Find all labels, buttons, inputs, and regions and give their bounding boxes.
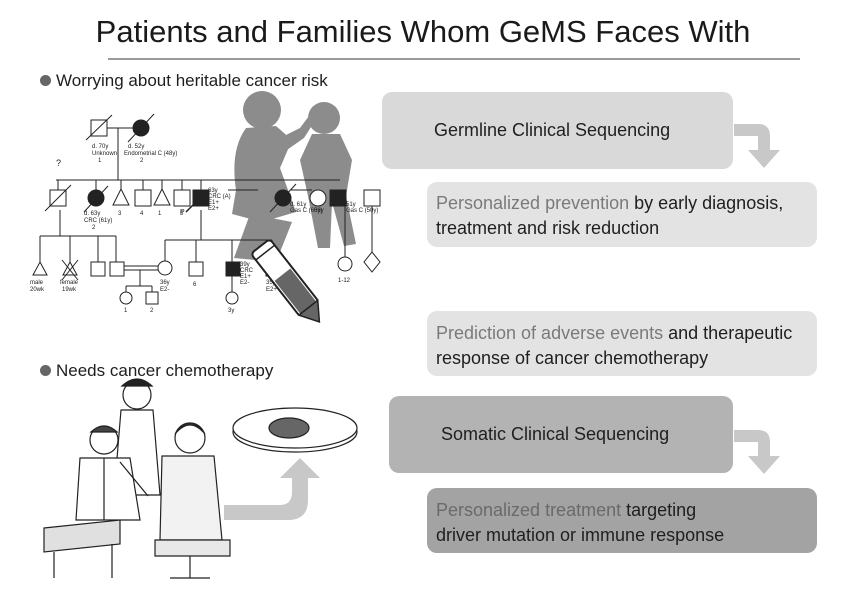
- ped-label: E2+: [208, 206, 219, 212]
- germline-label: Germline Clinical Sequencing: [434, 120, 671, 140]
- doctor-patient-illustration: [43, 378, 231, 579]
- ped-label: Gas C (50y): [346, 208, 378, 214]
- personalized-treatment-box: Personalized treatment targeting driver …: [427, 488, 817, 553]
- ped-label: CRC (A): [208, 194, 231, 200]
- mother-child-silhouette-icon: [232, 91, 356, 262]
- ped-label: 51y: [346, 202, 356, 208]
- page-title: Patients and Families Whom GeMS Faces Wi…: [95, 14, 751, 49]
- prevention-rest-line1: by early diagnosis,: [629, 193, 784, 213]
- down-right-arrow-icon: [734, 124, 780, 168]
- ped-label: 36y: [160, 280, 170, 286]
- somatic-label: Somatic Clinical Sequencing: [441, 424, 670, 444]
- adverse-highlight: Prediction of adverse events: [436, 323, 664, 343]
- ped-label: 39y: [240, 262, 250, 268]
- treatment-rest-line2: driver mutation or immune response: [436, 525, 725, 545]
- ped-label: d. 52y: [128, 144, 144, 150]
- adverse-events-box: Prediction of adverse events and therape…: [427, 311, 817, 376]
- treatment-highlight: Personalized treatment: [436, 500, 622, 520]
- adverse-rest-line1: and therapeutic: [663, 323, 793, 343]
- adverse-text: Prediction of adverse events and therape…: [436, 321, 817, 371]
- bullet-dot-icon: [40, 365, 51, 376]
- ped-label: E2-: [160, 287, 169, 293]
- ped-label: 20wk: [30, 287, 45, 293]
- bullet-chemotherapy: Needs cancer chemotherapy: [40, 361, 273, 381]
- ped-label: 56y: [314, 208, 324, 214]
- ped-label: 1: [98, 158, 102, 164]
- ped-label: 3y: [228, 308, 234, 314]
- bullet-chemo-label: Needs cancer chemotherapy: [56, 361, 274, 380]
- ped-label: 35y: [266, 280, 276, 286]
- ped-label: E1+: [208, 200, 219, 206]
- prevention-highlight: Personalized prevention: [436, 193, 630, 213]
- down-right-arrow-icon: [734, 430, 780, 474]
- ped-label: 6: [193, 282, 197, 288]
- ped-label: 1: [158, 211, 162, 217]
- ped-label: d. 70y: [92, 144, 108, 150]
- bullet-heritable-label: Worrying about heritable cancer risk: [56, 71, 328, 90]
- petri-dish-icon: [232, 407, 358, 453]
- test-tube-icon: [251, 239, 321, 324]
- ped-label: 63y: [208, 188, 218, 194]
- ped-label: ?: [56, 158, 61, 168]
- ped-label: P: [180, 209, 185, 216]
- ped-label: 2: [140, 158, 144, 164]
- title-divider: [108, 58, 800, 60]
- ped-label: Gas C (60y): [290, 208, 322, 214]
- ped-label: 2: [92, 225, 96, 231]
- ped-label: male: [30, 280, 44, 286]
- ped-label: CRC (61y): [84, 218, 112, 224]
- sample-flow-arrow: [224, 458, 320, 520]
- ped-label: E2-: [240, 280, 249, 286]
- ped-label: 3: [118, 211, 122, 217]
- prevention-text: Personalized prevention by early diagnos…: [436, 191, 817, 241]
- prevention-rest-line2: treatment and risk reduction: [436, 218, 660, 238]
- bullet-dot-icon: [40, 75, 51, 86]
- ped-label: Endometrial C (48y): [124, 151, 177, 157]
- ped-label: 5: [180, 211, 184, 217]
- personalized-prevention-box: Personalized prevention by early diagnos…: [427, 182, 817, 247]
- ped-label: E1+: [240, 274, 251, 280]
- treatment-rest-line1: targeting: [621, 500, 697, 520]
- ped-label: d. 61y: [290, 202, 306, 208]
- treatment-text: Personalized treatment targeting driver …: [436, 498, 817, 548]
- germline-sequencing-box: Germline Clinical Sequencing: [382, 92, 733, 169]
- bullet-heritable-risk: Worrying about heritable cancer risk: [40, 71, 328, 91]
- ped-label: E2+: [266, 287, 277, 293]
- ped-label: 1-12: [338, 278, 351, 284]
- ped-label: 1: [124, 308, 128, 314]
- ped-label: 19wk: [62, 287, 77, 293]
- adverse-rest-line2: response of cancer chemotherapy: [436, 348, 709, 368]
- somatic-sequencing-box: Somatic Clinical Sequencing: [389, 396, 733, 473]
- ped-label: 2: [150, 308, 154, 314]
- ped-label: d. 63y: [84, 211, 100, 217]
- ped-label: CRC: [240, 268, 254, 274]
- ped-label: Unknown: [92, 151, 117, 157]
- ped-label: female: [60, 280, 79, 286]
- ped-label: 4: [140, 211, 144, 217]
